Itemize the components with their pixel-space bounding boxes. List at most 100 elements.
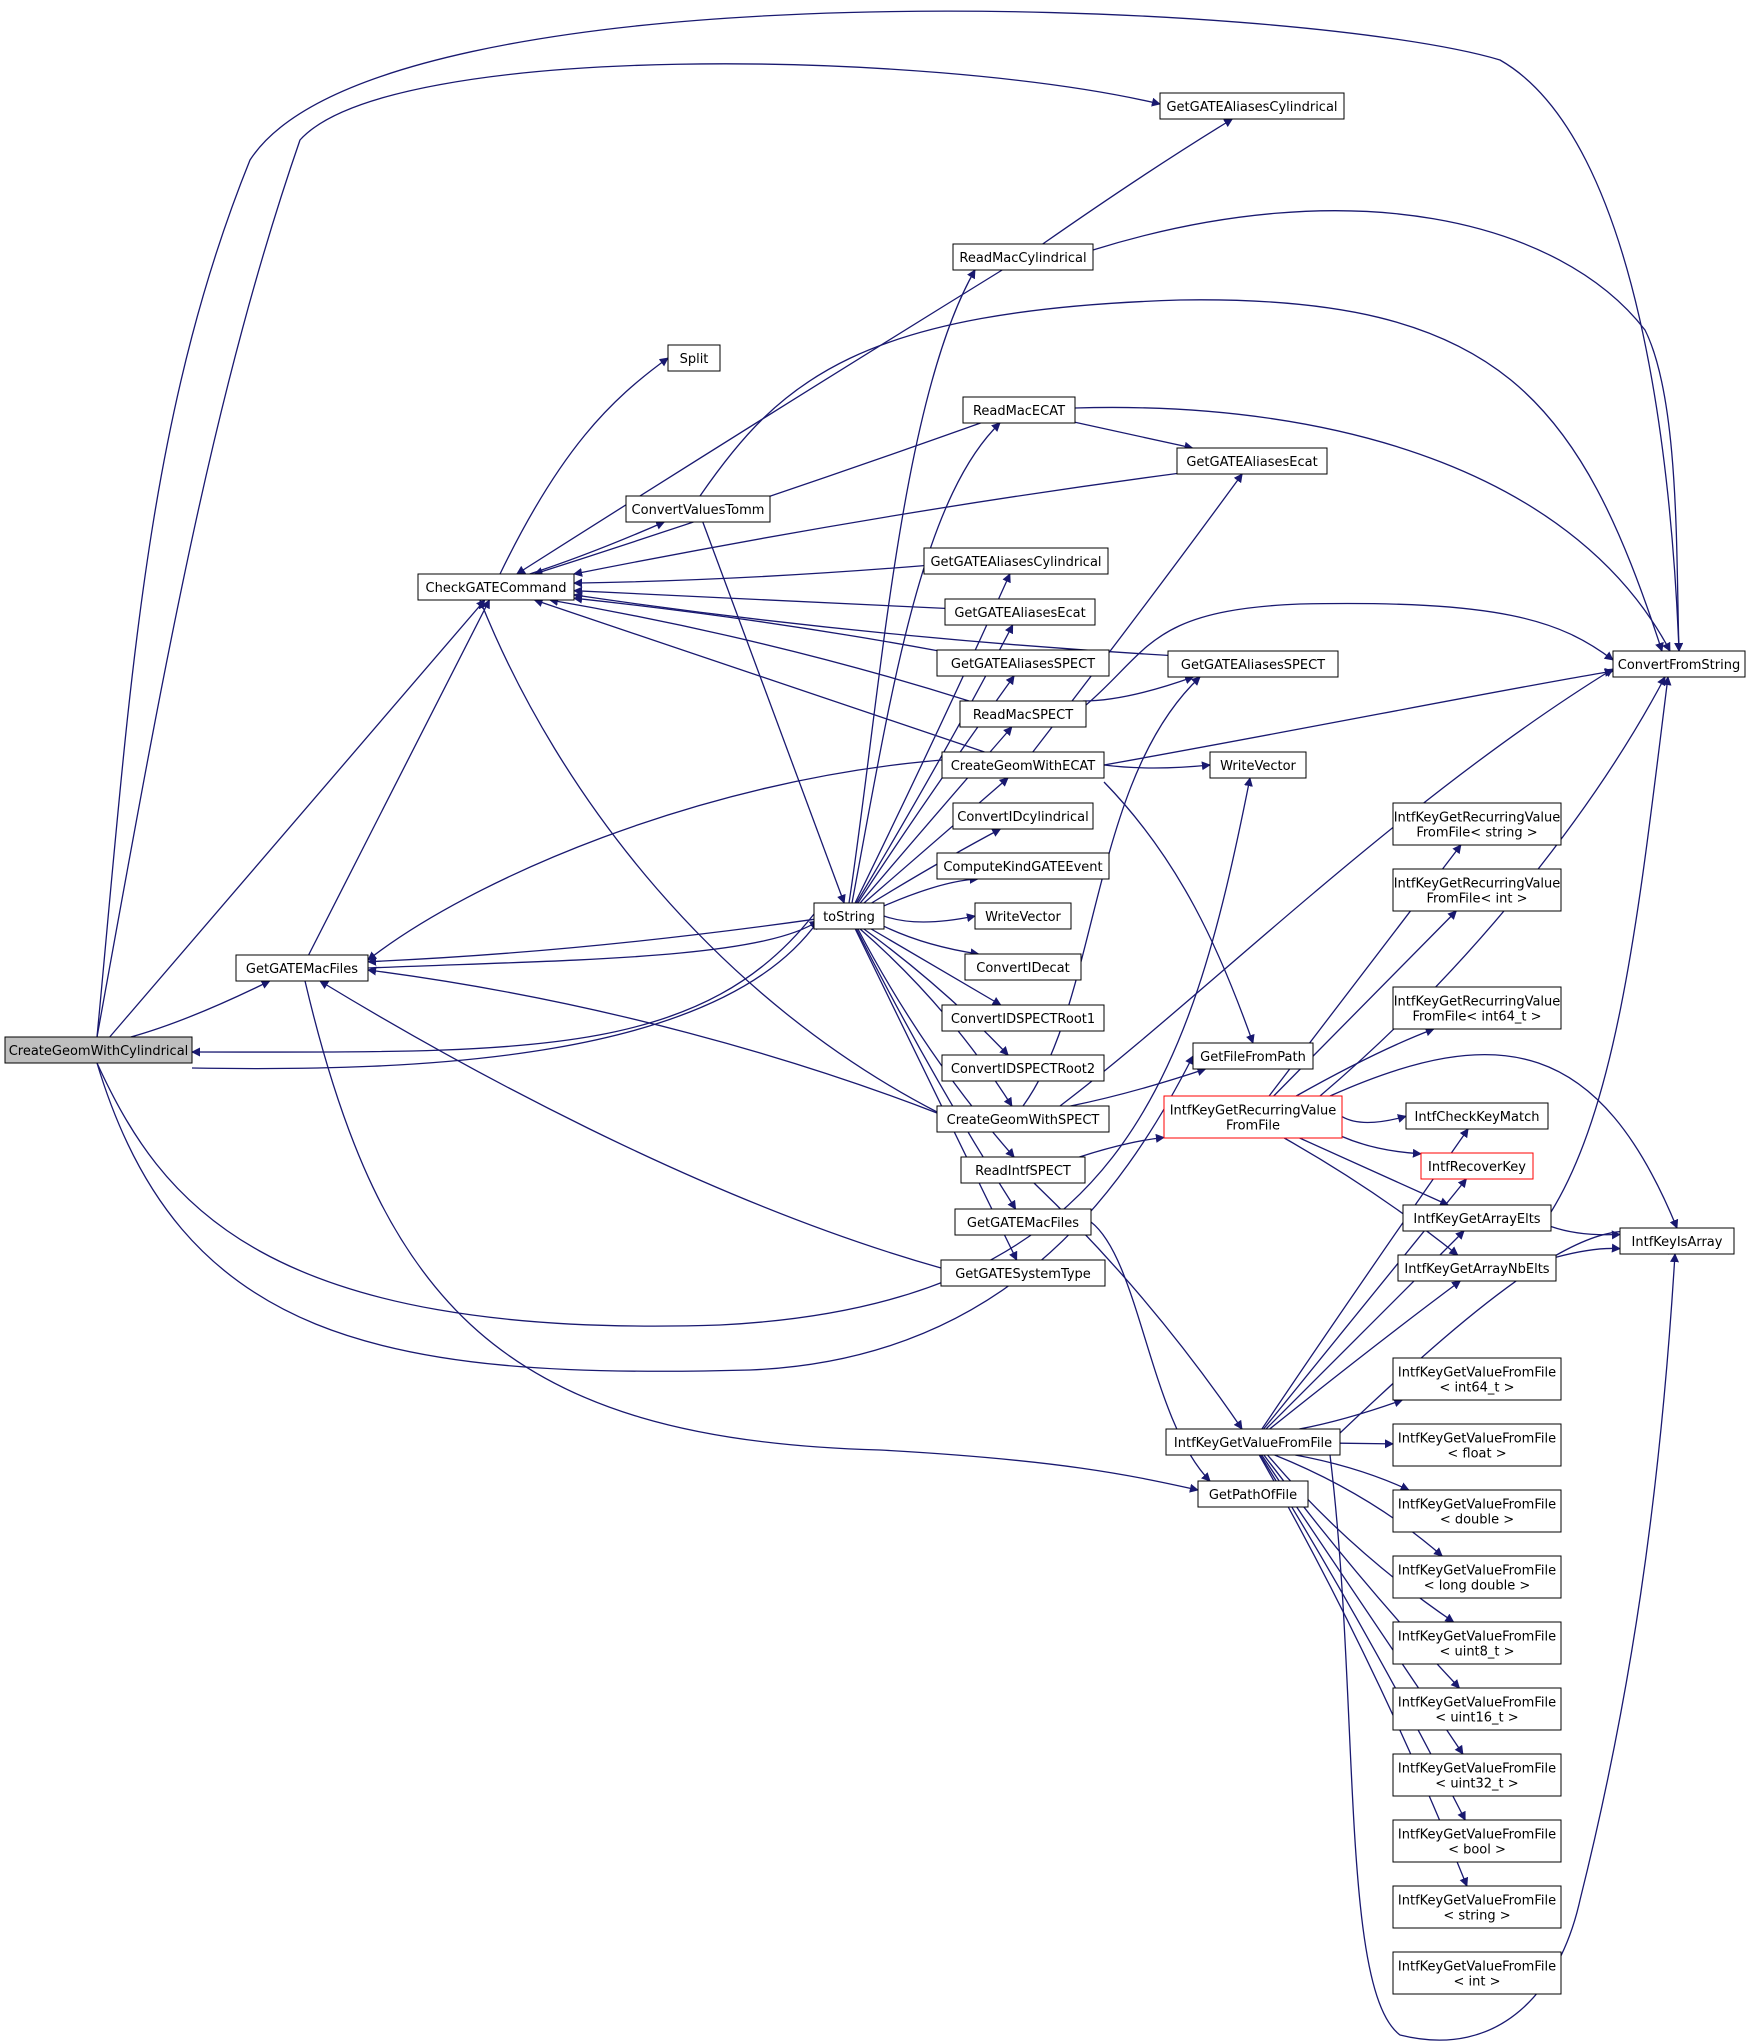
node-n28[interactable]: GetFileFromPath xyxy=(1192,1042,1314,1070)
node-box xyxy=(1392,1951,1562,1995)
node-label: < uint8_t > xyxy=(1439,1645,1514,1660)
node-n38[interactable]: IntfKeyGetArrayElts xyxy=(1402,1204,1552,1232)
node-box xyxy=(1402,1204,1552,1232)
node-box xyxy=(960,1156,1086,1184)
node-label: IntfKeyGetRecurringValue xyxy=(1394,877,1561,892)
node-n26[interactable]: GetGATEAliasesSPECT xyxy=(936,649,1110,677)
edge-n1-to-n28 xyxy=(96,1055,1194,1372)
node-label: GetGATEAliasesSPECT xyxy=(951,657,1095,672)
node-n32[interactable]: ConvertFromString xyxy=(1612,650,1746,678)
edge-n7-to-n9 xyxy=(1042,118,1234,245)
node-n15[interactable]: ComputeKindGATEEvent xyxy=(936,852,1110,880)
node-n47[interactable]: IntfKeyGetValueFromFile< uint32_t > xyxy=(1392,1753,1562,1797)
node-n20[interactable]: CreateGeomWithSPECT xyxy=(936,1105,1110,1133)
node-label: IntfKeyGetArrayNbElts xyxy=(1404,1262,1549,1277)
node-n9[interactable]: GetGATEAliasesCylindrical xyxy=(1159,92,1345,120)
node-box xyxy=(1392,1357,1562,1401)
node-n31[interactable]: GetPathOfFile xyxy=(1197,1480,1309,1508)
node-n49[interactable]: IntfKeyGetValueFromFile< string > xyxy=(1392,1885,1562,1929)
node-box xyxy=(1392,802,1562,846)
node-n42[interactable]: IntfKeyGetValueFromFile< float > xyxy=(1392,1423,1562,1467)
edge-n2-to-n6 xyxy=(367,920,819,969)
node-box xyxy=(940,1259,1106,1287)
node-n2[interactable]: GetGATEMacFiles xyxy=(235,954,369,982)
node-n6[interactable]: toString xyxy=(813,902,885,930)
node-label: IntfKeyGetValueFromFile xyxy=(1398,1564,1556,1579)
node-n48[interactable]: IntfKeyGetValueFromFile< bool > xyxy=(1392,1819,1562,1863)
node-n39[interactable]: IntfKeyGetArrayNbElts xyxy=(1397,1254,1557,1282)
edge-n39-to-n40 xyxy=(1555,1243,1621,1258)
edge-n30-to-n43 xyxy=(1295,1454,1410,1491)
node-n21[interactable]: ReadIntfSPECT xyxy=(960,1156,1086,1184)
edge-n13-to-n32 xyxy=(1103,667,1614,766)
node-box xyxy=(954,1208,1092,1236)
node-n41[interactable]: IntfKeyGetValueFromFile< int64_t > xyxy=(1392,1357,1562,1401)
node-n13[interactable]: CreateGeomWithECAT xyxy=(941,751,1105,779)
edge-n29-to-n34 xyxy=(1273,910,1457,1097)
node-label: GetGATEMacFiles xyxy=(967,1216,1079,1231)
node-n37[interactable]: IntfRecoverKey xyxy=(1420,1152,1534,1180)
node-n36[interactable]: IntfCheckKeyMatch xyxy=(1405,1102,1549,1130)
node-n45[interactable]: IntfKeyGetValueFromFile< uint8_t > xyxy=(1392,1621,1562,1665)
edge-n6-to-n12 xyxy=(859,726,1013,904)
node-n10[interactable]: GetGATEAliasesEcat xyxy=(1176,447,1328,475)
node-n16[interactable]: WriteVector xyxy=(974,902,1072,930)
node-label: ReadMacCylindrical xyxy=(959,251,1086,266)
node-n25[interactable]: GetGATEAliasesEcat xyxy=(944,598,1096,626)
edge-n1-to-n3 xyxy=(109,599,486,1038)
node-n30[interactable]: IntfKeyGetValueFromFile xyxy=(1165,1428,1341,1456)
node-n3[interactable]: CheckGATECommand xyxy=(417,573,575,601)
node-n17[interactable]: ConvertIDecat xyxy=(964,953,1082,981)
node-n18[interactable]: ConvertIDSPECTRoot1 xyxy=(941,1004,1105,1032)
node-n8[interactable]: ReadMacECAT xyxy=(962,396,1076,424)
node-label: ConvertIDcylindrical xyxy=(957,810,1089,825)
node-label: < uint16_t > xyxy=(1435,1711,1518,1726)
node-n40[interactable]: IntfKeyIsArray xyxy=(1619,1227,1735,1255)
node-n4[interactable]: Split xyxy=(667,344,721,372)
node-label: IntfCheckKeyMatch xyxy=(1415,1110,1540,1125)
node-label: GetGATESystemType xyxy=(955,1267,1091,1282)
node-label: IntfKeyGetValueFromFile xyxy=(1174,1436,1332,1451)
node-n50[interactable]: IntfKeyGetValueFromFile< int > xyxy=(1392,1951,1562,1995)
node-n22[interactable]: GetGATEMacFiles xyxy=(954,1208,1092,1236)
node-label: GetGATEAliasesCylindrical xyxy=(930,555,1101,570)
node-box xyxy=(1405,1102,1549,1130)
edge-n30-to-n41 xyxy=(1299,1398,1404,1430)
node-n14[interactable]: ConvertIDcylindrical xyxy=(952,802,1094,830)
node-n44[interactable]: IntfKeyGetValueFromFile< long double > xyxy=(1392,1555,1562,1599)
edge-n29-to-n36 xyxy=(1341,1114,1407,1124)
node-box xyxy=(1397,1254,1557,1282)
node-box xyxy=(1392,1555,1562,1599)
node-n11[interactable]: GetGATEAliasesSPECT xyxy=(1167,650,1339,678)
edge-n1-to-n32 xyxy=(96,10,1684,1038)
node-n7[interactable]: ReadMacCylindrical xyxy=(952,243,1094,271)
edge-n38-to-n32 xyxy=(1550,676,1672,1213)
node-n12[interactable]: ReadMacSPECT xyxy=(959,700,1087,728)
node-n5[interactable]: ConvertValuesTomm xyxy=(625,495,771,523)
node-n24[interactable]: GetGATEAliasesCylindrical xyxy=(923,547,1109,575)
node-n23[interactable]: GetGATESystemType xyxy=(940,1259,1106,1287)
node-n27[interactable]: WriteVector xyxy=(1209,751,1307,779)
node-label: FromFile< int > xyxy=(1427,892,1528,907)
node-box xyxy=(1392,1489,1562,1533)
node-n43[interactable]: IntfKeyGetValueFromFile< double > xyxy=(1392,1489,1562,1533)
edge-n6-to-n13 xyxy=(863,777,1009,904)
node-n19[interactable]: ConvertIDSPECTRoot2 xyxy=(941,1054,1105,1082)
node-box xyxy=(1392,986,1562,1030)
node-n46[interactable]: IntfKeyGetValueFromFile< uint16_t > xyxy=(1392,1687,1562,1731)
node-label: FromFile< string > xyxy=(1416,826,1537,841)
edge-n2-to-n31 xyxy=(304,980,1199,1493)
edge-n13-to-n27 xyxy=(1103,761,1211,771)
node-label: < int64_t > xyxy=(1439,1381,1514,1396)
node-box xyxy=(1420,1152,1534,1180)
node-label: IntfKeyGetValueFromFile xyxy=(1398,1762,1556,1777)
node-box xyxy=(1392,868,1562,912)
node-n1[interactable]: CreateGeomWithCylindrical xyxy=(4,1036,193,1064)
node-label: IntfKeyGetValueFromFile xyxy=(1398,1498,1556,1513)
node-label: IntfKeyGetValueFromFile xyxy=(1398,1894,1556,1909)
